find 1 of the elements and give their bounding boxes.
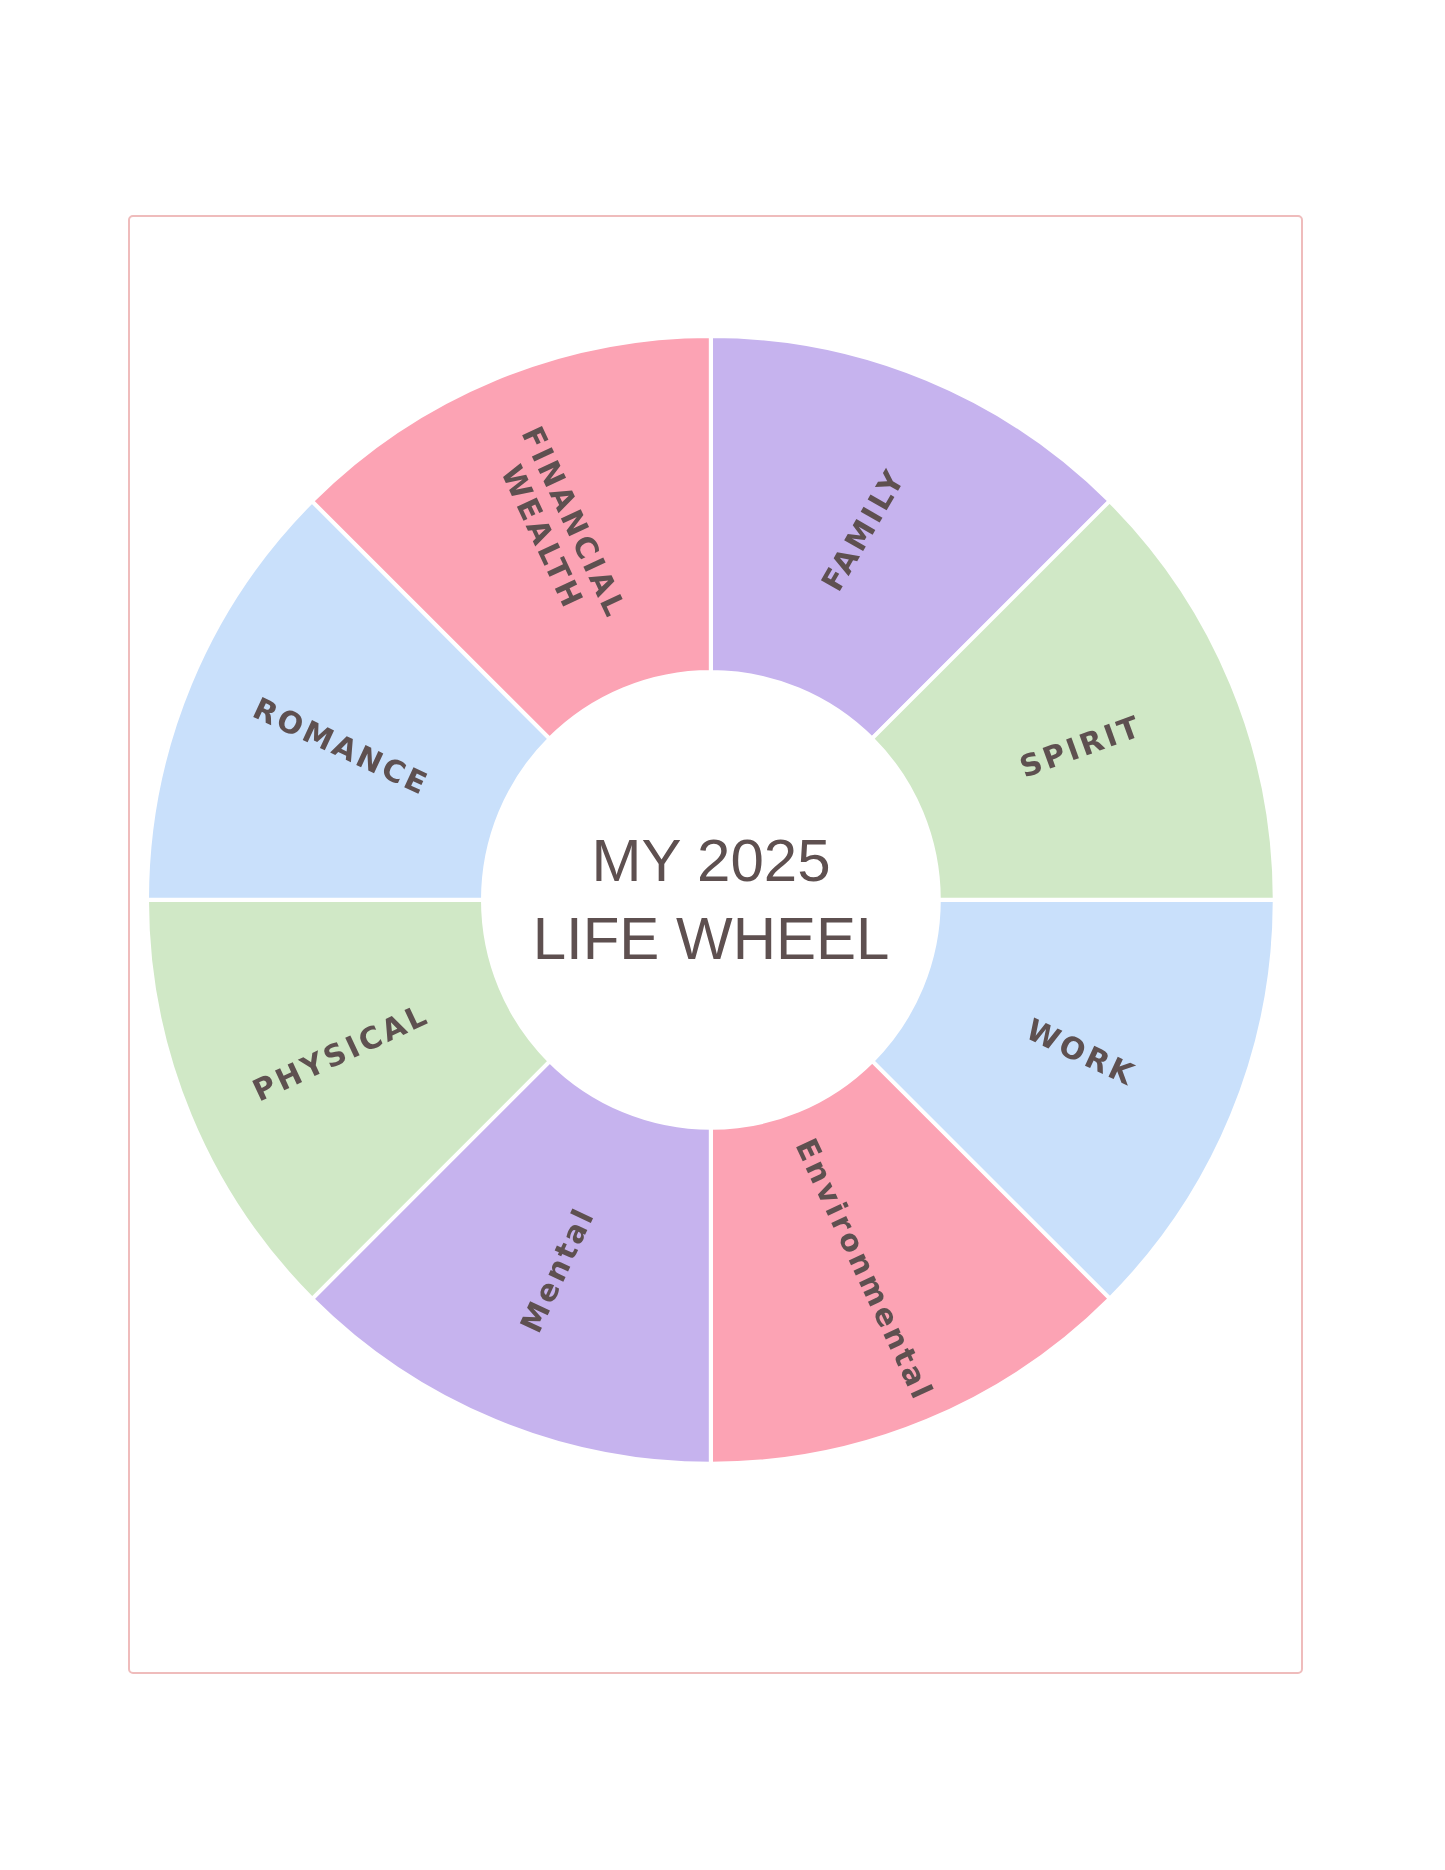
wheel-title: MY 2025 LIFE WHEEL <box>531 826 891 974</box>
